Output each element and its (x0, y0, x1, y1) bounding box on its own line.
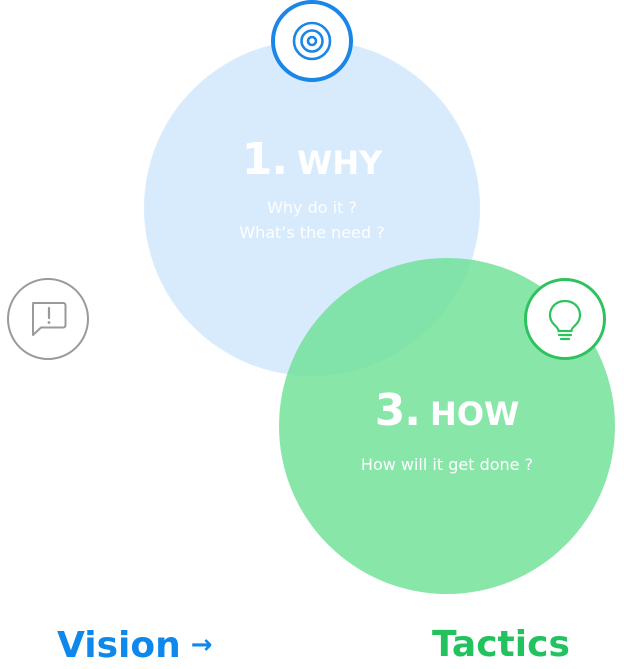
why-title: 1.WHY (144, 134, 480, 185)
why-description: Why do it ? What’s the need ? (144, 195, 480, 245)
vision-text: Vision (57, 625, 181, 666)
vision-label: Vision → (57, 622, 213, 669)
how-line-1: How will it get done ? (360, 455, 534, 474)
target-icon (271, 0, 353, 82)
tactics-label: Tactics (432, 624, 570, 665)
how-word: HOW (430, 395, 520, 433)
how-number: 3. (374, 385, 421, 436)
lightbulb-icon (524, 278, 606, 360)
how-title: 3.HOW (279, 385, 615, 436)
why-number: 1. (241, 134, 288, 185)
how-description: How will it get done ? (279, 452, 615, 477)
chat-bubble-alert-icon (7, 278, 89, 360)
why-line-1: Why do it ? (267, 198, 357, 217)
arrow-right-icon: → (190, 630, 213, 660)
why-line-2: What’s the need ? (239, 223, 385, 242)
why-word: WHY (297, 144, 383, 182)
